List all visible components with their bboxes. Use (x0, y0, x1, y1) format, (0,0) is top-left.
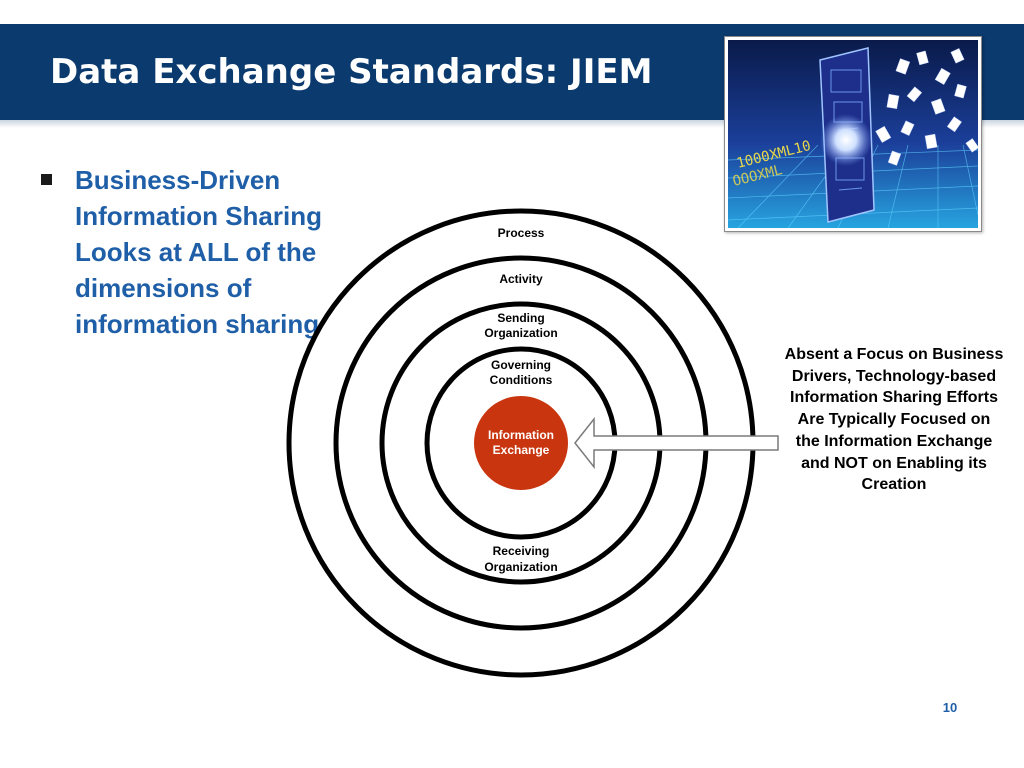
label-receiving-organization-1: Receiving (493, 544, 550, 558)
page-number: 10 (942, 700, 958, 715)
slide-title: Data Exchange Standards: JIEM (50, 52, 653, 92)
illustration-svg: 1000XML10 OOOXML (728, 40, 978, 228)
bullet-square-icon (41, 174, 52, 185)
label-activity: Activity (499, 272, 543, 286)
bullet-text: Business-Driven Information Sharing Look… (75, 165, 322, 339)
data-exchange-illustration: 1000XML10 OOOXML (724, 36, 982, 232)
information-exchange-core (474, 396, 568, 490)
callout-text: Absent a Focus on Business Drivers, Tech… (784, 346, 1004, 494)
label-receiving-organization-2: Organization (484, 560, 557, 574)
title-bar-shadow (0, 120, 1024, 128)
label-governing-conditions-1: Governing (491, 358, 551, 372)
label-information-exchange-1: Information (488, 428, 554, 442)
label-process: Process (498, 226, 545, 240)
label-sending-organization-2: Organization (484, 326, 557, 340)
pointer-arrow-icon (574, 416, 779, 470)
label-governing-conditions-2: Conditions (490, 373, 553, 387)
label-information-exchange-2: Exchange (493, 443, 550, 457)
label-sending-organization-1: Sending (497, 311, 544, 325)
